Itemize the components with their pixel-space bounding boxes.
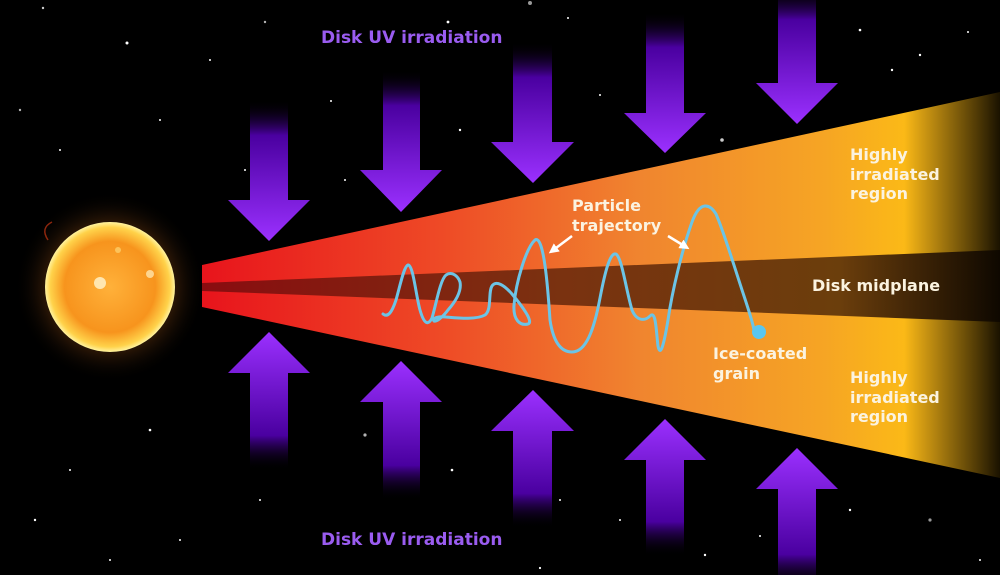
- particle-trajectory-label-line1: Particle: [572, 196, 641, 215]
- up-arrow-icon: [624, 419, 706, 556]
- down-arrow-icon: [228, 100, 310, 241]
- particle-trajectory-label-line2: trajectory: [572, 215, 662, 235]
- upper-region-line3: region: [850, 184, 909, 204]
- ice-coated-grain-icon: [752, 325, 766, 339]
- down-arrow-icon: [624, 12, 706, 153]
- star-field: [18, 1, 981, 570]
- pointer-arrow-left-icon: [548, 235, 573, 254]
- upper-irradiated-region-label: Highly irradiated region: [850, 145, 940, 204]
- down-arrow-icon: [360, 70, 442, 212]
- ice-coated-grain-label: Ice-coated grain: [713, 344, 807, 383]
- particle-trajectory-label: Particle trajectory: [572, 196, 661, 235]
- down-arrow-icon: [491, 42, 574, 183]
- pointer-arrow-right-icon: [667, 234, 690, 250]
- sun-icon: [45, 222, 175, 352]
- lower-region-line3: region: [850, 407, 909, 427]
- ice-coated-grain-label-line1: Ice-coated: [713, 344, 808, 363]
- uv-irradiation-top-label: Disk UV irradiation: [321, 28, 503, 48]
- upper-region-line2: irradiated: [850, 164, 940, 184]
- up-arrow-icon: [360, 361, 442, 500]
- up-arrow-icon: [228, 332, 310, 470]
- uv-arrows-top: [228, 0, 838, 241]
- uv-irradiation-bottom-label: Disk UV irradiation: [321, 530, 503, 550]
- uv-arrows-bottom: [228, 332, 838, 575]
- upper-region-line1: Highly: [850, 145, 908, 164]
- up-arrow-icon: [491, 390, 574, 528]
- trajectory-pointer-arrows: [548, 234, 690, 254]
- up-arrow-icon: [756, 448, 838, 575]
- particle-trajectory-line: [381, 204, 756, 354]
- disk-midplane-label: Disk midplane: [812, 276, 941, 295]
- ice-coated-grain-label-line2: grain: [713, 363, 761, 383]
- lower-region-line2: irradiated: [850, 387, 940, 407]
- star-sun: [15, 192, 205, 382]
- down-arrow-icon: [756, 0, 838, 124]
- lower-irradiated-region-label: Highly irradiated region: [850, 368, 940, 427]
- lower-region-line1: Highly: [850, 368, 908, 387]
